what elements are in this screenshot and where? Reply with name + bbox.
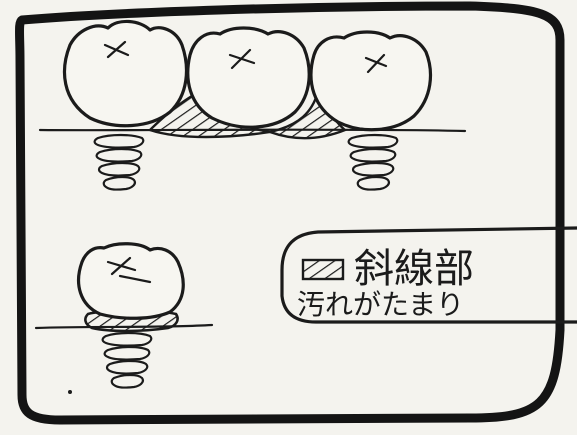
x-mark-middle bbox=[228, 48, 256, 70]
implant-screw-right bbox=[347, 133, 399, 191]
bridge-illustration bbox=[38, 19, 467, 191]
x-mark-left bbox=[103, 40, 130, 59]
implant-screw-single bbox=[101, 331, 153, 389]
single-implant-illustration bbox=[34, 242, 214, 389]
crown-right bbox=[309, 30, 433, 132]
x-mark-right bbox=[364, 53, 388, 74]
implant-screw-left bbox=[93, 133, 145, 191]
legend-bubble: 斜線部 汚れがたまり bbox=[280, 226, 577, 324]
x-mark-single bbox=[106, 256, 152, 284]
legend-bubble-outline bbox=[280, 226, 577, 324]
crown-left bbox=[63, 19, 189, 128]
ink-dot bbox=[68, 390, 72, 394]
legend-title: 斜線部 bbox=[354, 246, 474, 292]
legend-caption: 汚れがたまり bbox=[297, 288, 464, 321]
crown-middle bbox=[186, 26, 311, 129]
panel-border bbox=[15, 1, 565, 425]
hatch-swatch-icon bbox=[301, 258, 345, 281]
crown-single bbox=[77, 242, 185, 320]
